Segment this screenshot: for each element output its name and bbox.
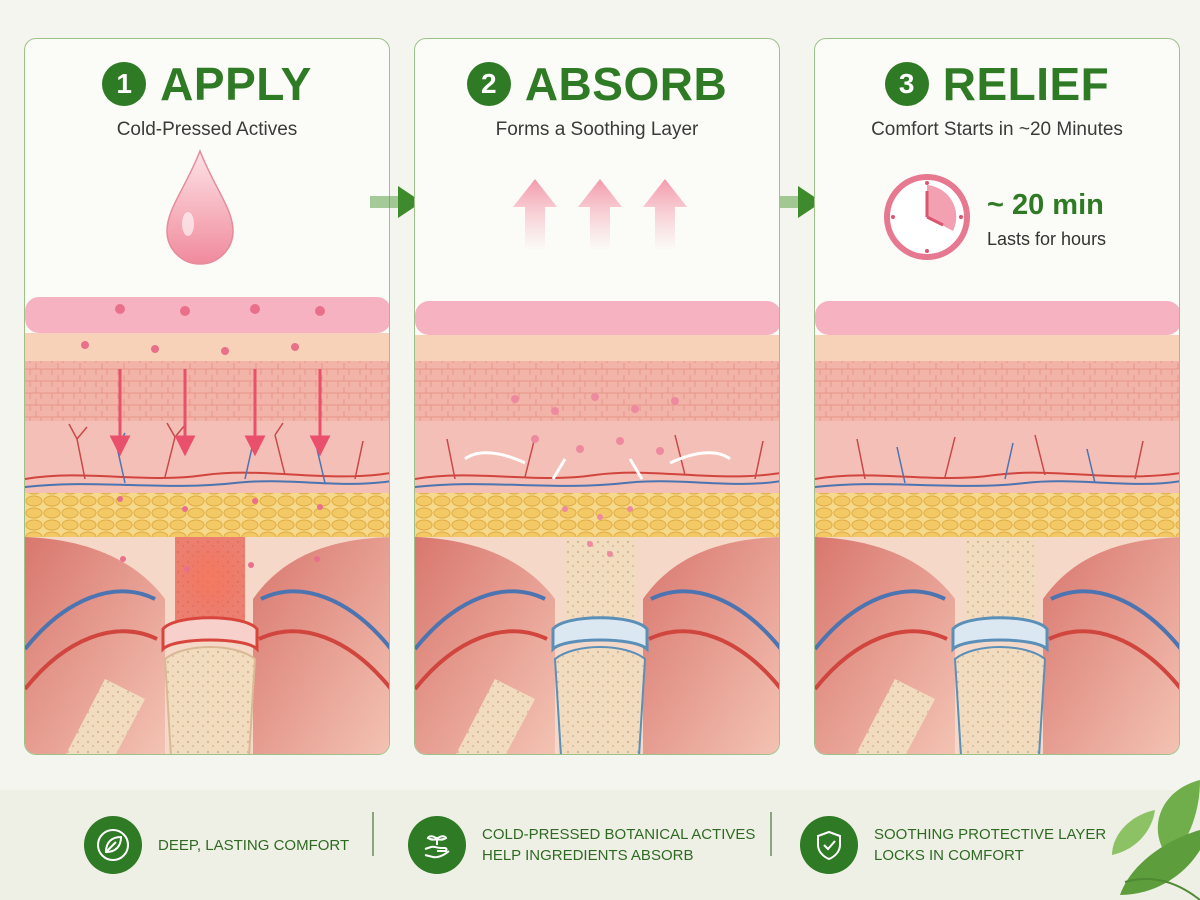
feature-bar: DEEP, LASTING COMFORT COLD-PRESSED BOTAN… <box>0 790 1200 900</box>
leaf-decoration-icon <box>1112 780 1200 900</box>
hand-sprout-icon <box>408 816 466 874</box>
flow-arrow-icon <box>370 186 422 218</box>
step-title: ABSORB <box>524 58 728 110</box>
timer-value: ~ 20 min <box>987 189 1104 221</box>
divider <box>372 812 374 856</box>
step-panel-apply: 1 APPLY Cold-Pressed Actives <box>24 38 390 755</box>
leaf-icon <box>84 816 142 874</box>
step-number-badge: 1 <box>102 62 147 106</box>
shield-icon <box>800 816 858 874</box>
step-panel-relief: 3 RELIEF Comfort Starts in ~20 Minutes ~… <box>814 38 1180 755</box>
step-subtitle: Forms a Soothing Layer <box>495 119 699 140</box>
divider <box>770 812 772 856</box>
step-number-badge: 2 <box>466 62 511 106</box>
step-header: 2 ABSORB <box>415 57 779 111</box>
skin-joint-illustration <box>415 179 779 754</box>
step-subtitle: Comfort Starts in ~20 Minutes <box>871 119 1123 140</box>
feature-text: SOOTHING PROTECTIVE LAYER LOCKS IN COMFO… <box>874 826 1107 864</box>
skin-joint-illustration <box>815 301 1179 754</box>
step-title: RELIEF <box>942 58 1110 110</box>
step-panel-absorb: 2 ABSORB Forms a Soothing Layer <box>414 38 780 755</box>
feature-text: DEEP, LASTING COMFORT <box>158 836 350 854</box>
step-header: 1 APPLY <box>25 57 389 111</box>
step-number-badge: 3 <box>884 62 929 106</box>
skin-joint-illustration <box>25 148 389 754</box>
timer-note: Lasts for hours <box>987 229 1107 249</box>
step-subtitle: Cold-Pressed Actives <box>116 119 298 140</box>
feature-item: COLD-PRESSED BOTANICAL ACTIVES HELP INGR… <box>408 790 755 900</box>
feature-item: SOOTHING PROTECTIVE LAYER LOCKS IN COMFO… <box>800 790 1106 900</box>
feature-item: DEEP, LASTING COMFORT <box>84 790 349 900</box>
clock-icon <box>884 174 970 260</box>
step-title: APPLY <box>160 58 312 110</box>
step-header: 3 RELIEF <box>815 57 1179 111</box>
feature-text: COLD-PRESSED BOTANICAL ACTIVES HELP INGR… <box>482 826 756 864</box>
